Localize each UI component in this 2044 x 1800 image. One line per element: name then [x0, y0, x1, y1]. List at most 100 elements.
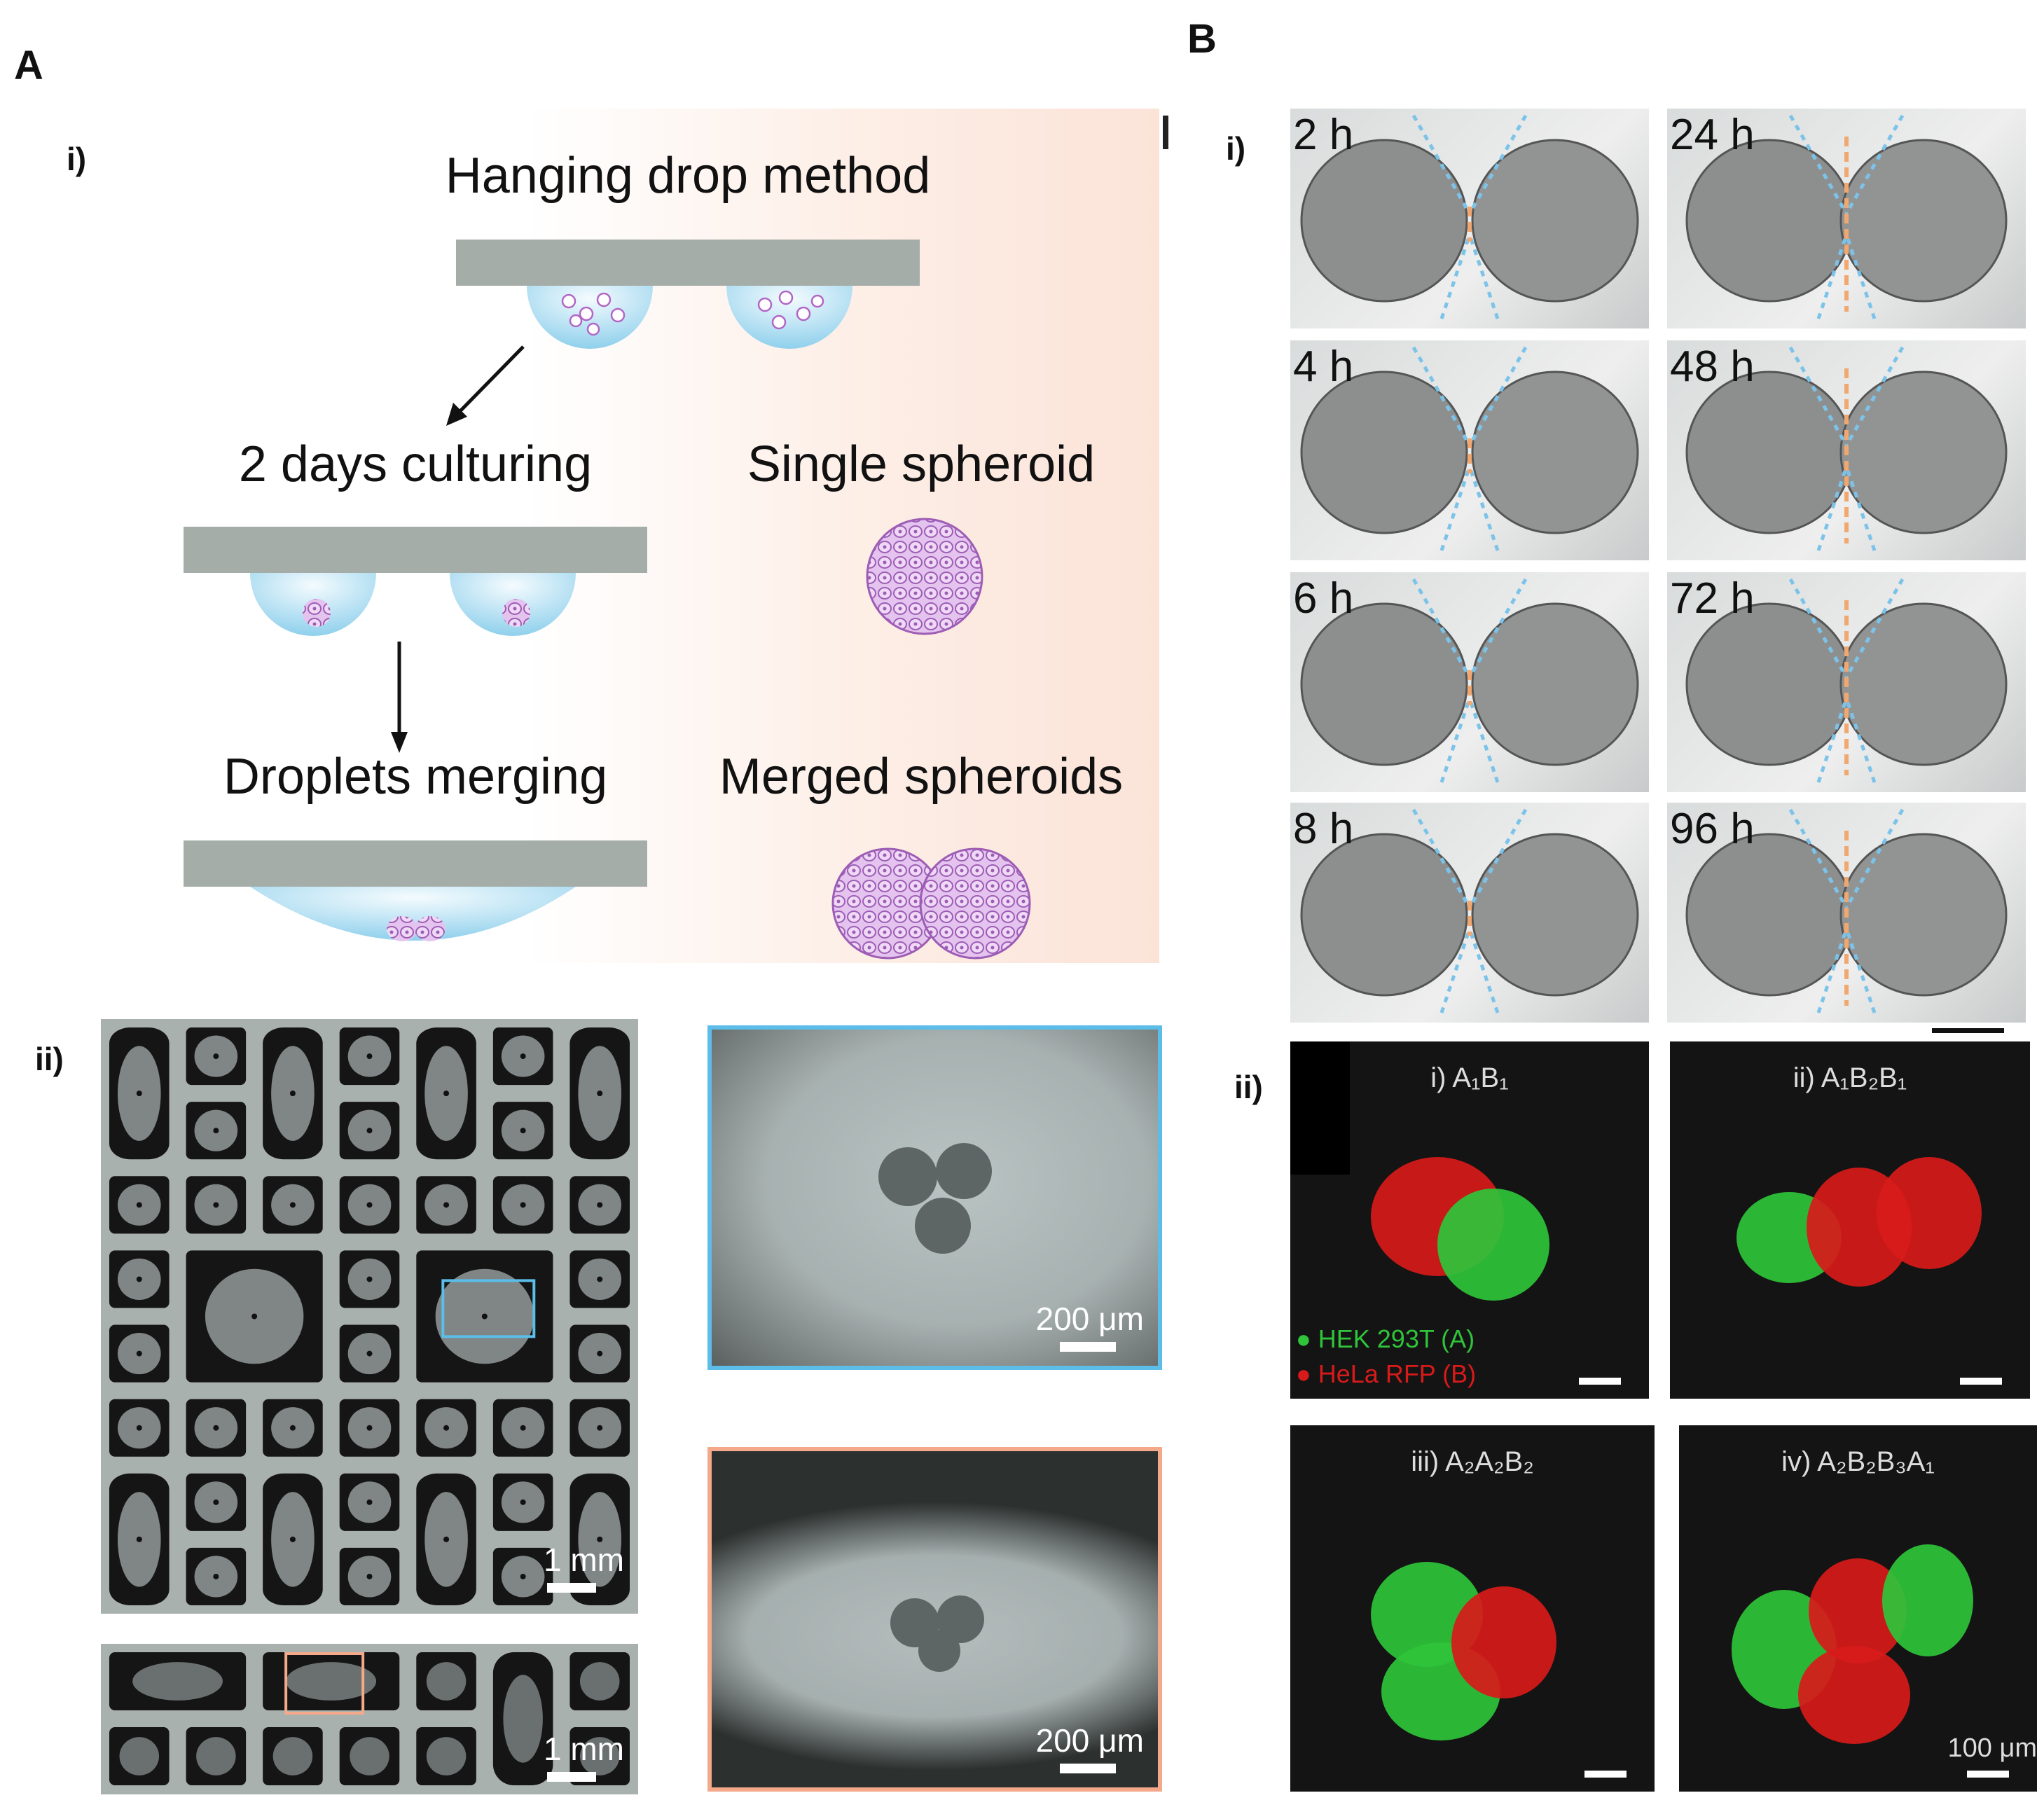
scale-bar — [1960, 1378, 2002, 1385]
contact-angle-line — [1411, 578, 1472, 679]
contact-angle-line — [1439, 466, 1472, 551]
wells — [109, 1652, 630, 1785]
spheroid-pair — [1685, 578, 2008, 783]
fluorescence-image: ii) A₁B₂B₁ — [1670, 1041, 2030, 1399]
timepoint-label: 48 h — [1670, 342, 1755, 391]
timelapse-image: 24 h — [1667, 109, 2026, 328]
mask-block — [1290, 1041, 1350, 1175]
timelapse-image: 96 h — [1667, 803, 2026, 1023]
contact-angle-line — [1468, 578, 1528, 679]
contact-angle-line — [1468, 698, 1500, 783]
square-well — [109, 1399, 170, 1457]
contact-angle-line — [1816, 928, 1849, 1013]
square-well — [263, 1399, 323, 1457]
square-well — [339, 1547, 400, 1605]
contact-angle-line — [1844, 234, 1877, 319]
oval-well — [263, 1473, 323, 1605]
square-well — [339, 1399, 400, 1457]
square-well — [492, 1399, 553, 1457]
scale-bar — [1060, 1342, 1116, 1352]
contact-angle-line — [1468, 114, 1528, 215]
legend-item-a: ● HEK 293T (A) — [1296, 1322, 1476, 1357]
contact-angle-line — [1844, 808, 1905, 909]
oval-well — [109, 1473, 170, 1605]
contact-angle-line — [1816, 234, 1849, 319]
square-well — [186, 1176, 247, 1234]
timepoint-label: 6 h — [1293, 574, 1354, 623]
square-well — [186, 1547, 247, 1605]
hanging-drop-schematic — [184, 240, 1031, 960]
orange-selection-box — [284, 1652, 365, 1715]
timepoint-label: 2 h — [1293, 111, 1354, 159]
panel-b-i-label: i) — [1226, 130, 1246, 167]
panel-a-ii-label: ii) — [35, 1041, 64, 1077]
scale-label: 1 mm — [544, 1731, 624, 1767]
fluorescence-image: i) A₁B₁ ● HEK 293T (A)● HeLa RFP (B) — [1290, 1041, 1649, 1399]
scale-bar — [1584, 1771, 1627, 1778]
divider-mark — [1163, 116, 1168, 149]
legend: ● HEK 293T (A)● HeLa RFP (B) — [1296, 1322, 1476, 1392]
timepoint-label: 72 h — [1670, 574, 1755, 623]
square-well — [339, 1250, 400, 1308]
large-well — [186, 1250, 323, 1383]
square-well — [109, 1324, 170, 1383]
panel-a-label: A — [14, 43, 43, 88]
condition-title: iii) A₂A₂B₂ — [1411, 1446, 1534, 1477]
oval-well — [569, 1027, 630, 1160]
well-strip-image: 1 mm — [101, 1644, 638, 1794]
fluorescence-image: iii) A₂A₂B₂ — [1290, 1425, 1655, 1792]
single-spheroid — [866, 518, 983, 635]
scale-label: 200 μm — [1035, 1301, 1144, 1337]
spheroid-pair — [1685, 808, 2008, 1013]
contact-angle-line — [1411, 114, 1472, 215]
panel-b-ii-label: ii) — [1234, 1069, 1263, 1105]
square-well — [186, 1027, 247, 1086]
condition-title: ii) A₁B₂B₁ — [1793, 1062, 1907, 1093]
contact-angle-line — [1788, 346, 1849, 447]
scale-label: 200 μm — [1035, 1722, 1144, 1759]
timelapse-image: 4 h — [1290, 340, 1649, 560]
scale-label: 100 μm — [1947, 1733, 2037, 1763]
square-well — [339, 1027, 400, 1086]
step-merging-label: Droplets merging — [223, 749, 608, 805]
scale-bar — [1967, 1771, 2009, 1778]
wells — [109, 1027, 630, 1605]
contact-angle-line — [1468, 808, 1528, 909]
contact-angle-line — [1439, 928, 1472, 1013]
square-well — [569, 1324, 630, 1383]
oval-well — [569, 1473, 630, 1605]
panel-b-label: B — [1187, 16, 1217, 62]
merged-spheroids — [831, 847, 1031, 960]
panel-a-i-label: i) — [67, 141, 87, 177]
contact-angle-line — [1411, 808, 1472, 909]
arrow-diagonal — [455, 345, 525, 416]
scale-label: 1 mm — [544, 1542, 624, 1578]
contact-angle-line — [1468, 346, 1528, 447]
spheroid-fluorescence — [1371, 1157, 1549, 1301]
square-well — [339, 1324, 400, 1383]
spheroid-fluorescence — [1732, 1544, 1973, 1744]
condition-title: i) A₁B₁ — [1430, 1062, 1509, 1093]
spheroid-fluorescence — [1736, 1157, 1982, 1287]
oval-well — [416, 1473, 476, 1605]
legend-label: HEK 293T (A) — [1318, 1324, 1475, 1353]
contact-angle-line — [1844, 698, 1877, 783]
timelapse-scale-bar — [1932, 1028, 2004, 1033]
contact-angle-line — [1844, 346, 1905, 447]
square-well — [339, 1176, 400, 1234]
contact-angle-line — [1844, 928, 1877, 1013]
square-well — [339, 1473, 400, 1531]
square-well — [263, 1176, 323, 1234]
timelapse-image: 8 h — [1290, 803, 1649, 1023]
square-well — [569, 1250, 630, 1308]
square-well — [492, 1547, 553, 1605]
square-well — [339, 1102, 400, 1160]
plate-2 — [184, 527, 647, 573]
timelapse-image: 2 h — [1290, 109, 1649, 328]
contact-angle-line — [1788, 114, 1849, 215]
contact-angle-line — [1468, 466, 1500, 551]
square-well — [186, 1473, 247, 1531]
contact-angle-line — [1439, 698, 1472, 783]
timepoint-label: 4 h — [1293, 342, 1354, 391]
blue-selection-box — [441, 1279, 536, 1338]
